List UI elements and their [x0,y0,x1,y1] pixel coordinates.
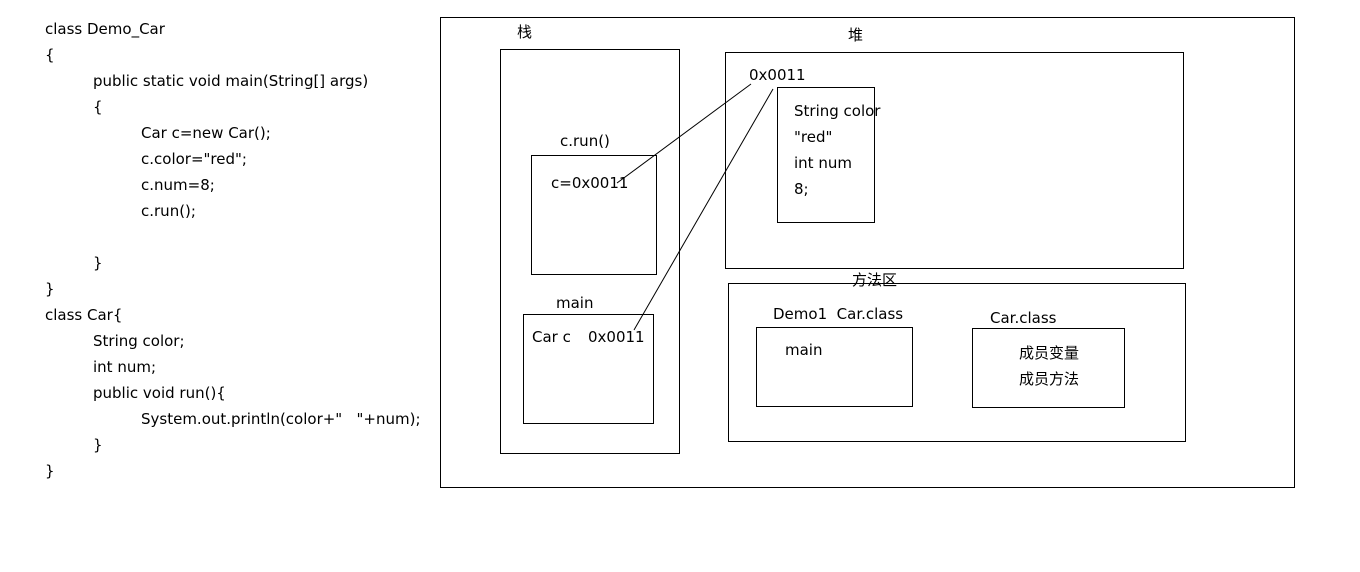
code-line: } [93,436,103,454]
code-line: { [45,46,55,64]
code-line: class Demo_Car [45,20,165,38]
code-line: c.num=8; [141,176,215,194]
code-line: { [93,98,103,116]
code-line: System.out.println(color+" "+num); [141,410,421,428]
heap-address: 0x0011 [749,66,806,84]
heap-title: 堆 [848,26,864,44]
code-line: public void run(){ [93,384,226,402]
code-line: } [45,462,55,480]
code-line: c.run(); [141,202,196,220]
code-line: class Car{ [45,306,123,324]
code-line: Car c=new Car(); [141,124,271,142]
main-frame-var: Car c [532,328,571,346]
main-frame-value: 0x0011 [588,328,645,346]
demo-class-box [756,327,913,407]
run-frame-label: c.run() [560,132,610,150]
demo-class-label: Demo1 Car.class [773,305,904,323]
code-line: int num; [93,358,157,376]
main-frame [523,314,654,424]
method-area-title: 方法区 [852,271,898,289]
heap-object-line: int num [794,154,852,172]
memory-diagram-frame [440,17,1295,488]
code-line: public static void main(String[] args) [93,72,369,90]
code-line: String color; [93,332,185,350]
main-frame-label: main [556,294,594,312]
method-area-region [728,283,1186,442]
car-class-line: 成员变量 [1019,344,1080,362]
car-class-line: 成员方法 [1019,370,1080,388]
heap-object-line: "red" [794,128,833,146]
code-line: c.color="red"; [141,150,247,168]
code-line: } [45,280,55,298]
heap-object-line: String color [794,102,881,120]
demo-class-content: main [785,341,823,359]
run-frame-content: c=0x0011 [551,174,629,192]
car-class-label: Car.class [990,309,1057,327]
stack-title: 栈 [517,23,533,41]
code-line: } [93,254,103,272]
car-class-box [972,328,1125,408]
heap-object [777,87,875,223]
heap-object-line: 8; [794,180,809,198]
